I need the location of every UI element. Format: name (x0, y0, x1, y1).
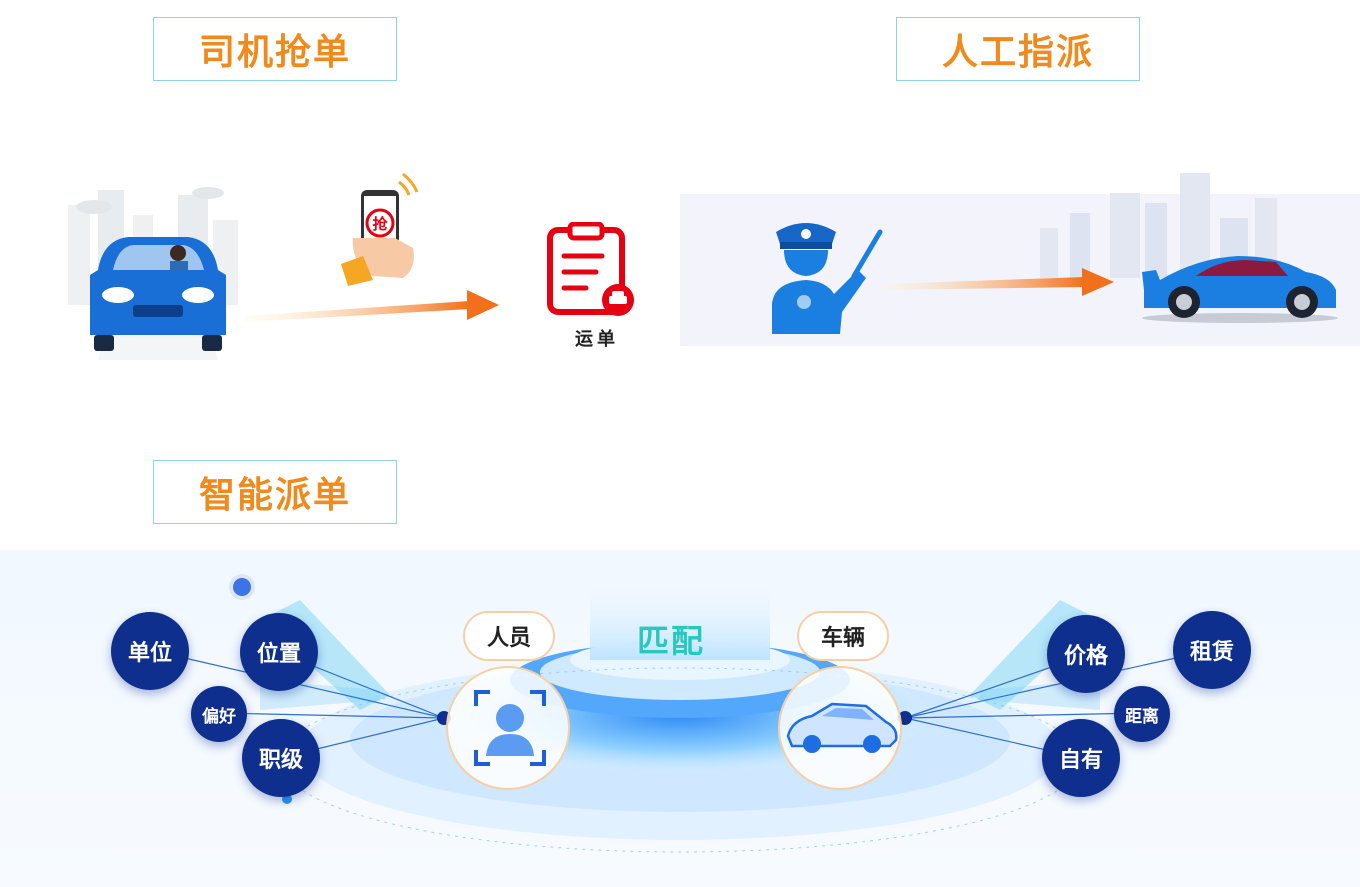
factor-preference: 偏好 (191, 686, 247, 742)
factor-location: 位置 (240, 613, 318, 691)
driver-grab-title: 司机抢单 (198, 32, 351, 73)
factor-distance: 距离 (1114, 686, 1170, 742)
grab-phone-text: 抢 (372, 215, 388, 233)
smart-dispatch-title: 智能派单 (198, 475, 351, 516)
person-label: 人员 (463, 611, 555, 661)
vehicle-scan-icon (786, 702, 898, 753)
match-label: 匹配 (637, 622, 706, 660)
smart-dispatch-title-box: 智能派单 (153, 460, 397, 524)
waybill-icon (547, 222, 634, 316)
factor-price: 价格 (1047, 615, 1125, 693)
factor-unit: 单位 (111, 612, 189, 690)
grab-phone-illustration: 抢 (341, 172, 419, 286)
manual-dispatch-title: 人工指派 (941, 32, 1094, 73)
decor-dot (233, 578, 251, 596)
sports-car-icon (1142, 256, 1338, 323)
factor-rank: 职级 (242, 719, 320, 797)
face-scan-icon (474, 690, 546, 766)
driver-car-illustration (68, 187, 238, 360)
factor-owned: 自有 (1042, 719, 1120, 797)
factor-lease: 租赁 (1173, 611, 1251, 689)
grab-arrow (245, 290, 499, 322)
driver-grab-title-box: 司机抢单 (153, 17, 397, 81)
vehicle-label: 车辆 (797, 611, 889, 661)
dispatch-arrow (880, 268, 1114, 296)
decor-dot (282, 794, 292, 804)
manual-dispatch-title-box: 人工指派 (896, 17, 1140, 81)
police-officer-icon (772, 223, 883, 334)
waybill-label: 运单 (575, 329, 619, 350)
